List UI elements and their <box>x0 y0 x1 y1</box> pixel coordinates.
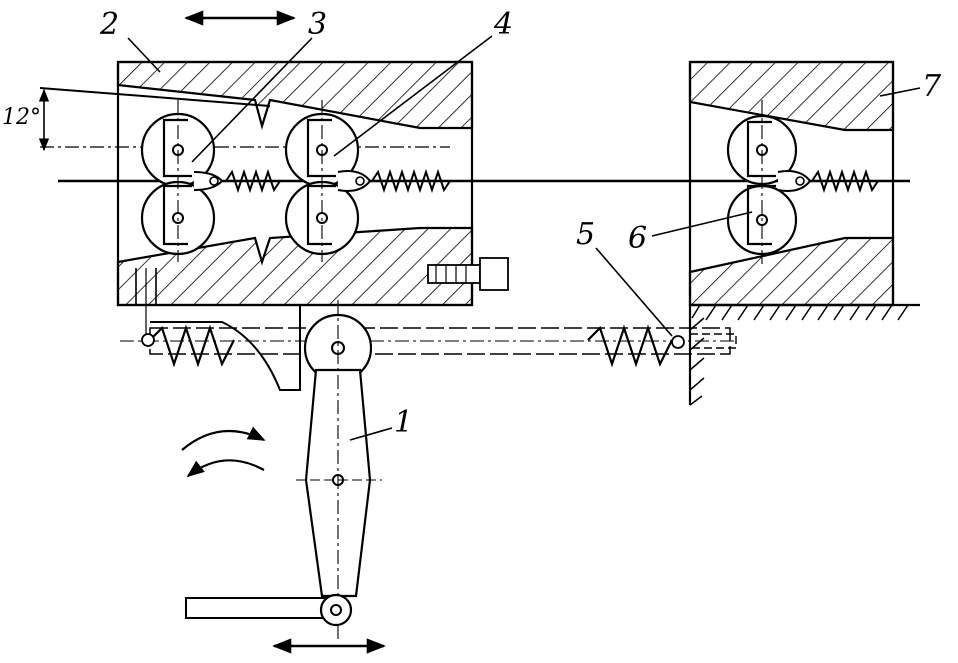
spring-a <box>225 168 290 194</box>
label-2: 2 <box>99 7 119 42</box>
lower-linkage <box>120 268 738 391</box>
ground-frame <box>688 303 920 406</box>
label-6: 6 <box>628 221 647 256</box>
bolt <box>427 257 509 291</box>
spring-left <box>149 324 235 368</box>
angle-label: 12° <box>2 105 41 130</box>
angle-indicator <box>38 87 450 152</box>
label-5: 5 <box>576 217 595 252</box>
rotation-arrows-icon <box>181 426 266 478</box>
slide-body <box>116 60 509 307</box>
gripper-6 <box>726 100 812 264</box>
label-7: 7 <box>922 69 942 104</box>
label-3: 3 <box>308 7 327 42</box>
leader-lines <box>127 35 921 441</box>
spring-5 <box>587 324 673 368</box>
crank-lever <box>185 300 382 640</box>
fixed-body-upper-jaw <box>688 60 895 132</box>
fixed-body-lower-jaw <box>688 236 895 307</box>
label-4: 4 <box>493 7 513 42</box>
spring-b <box>371 168 462 194</box>
spring-c <box>811 168 892 194</box>
gripper-4 <box>284 100 372 262</box>
gripper-3 <box>140 100 224 262</box>
label-1: 1 <box>394 405 413 440</box>
fixed-body <box>688 60 920 406</box>
